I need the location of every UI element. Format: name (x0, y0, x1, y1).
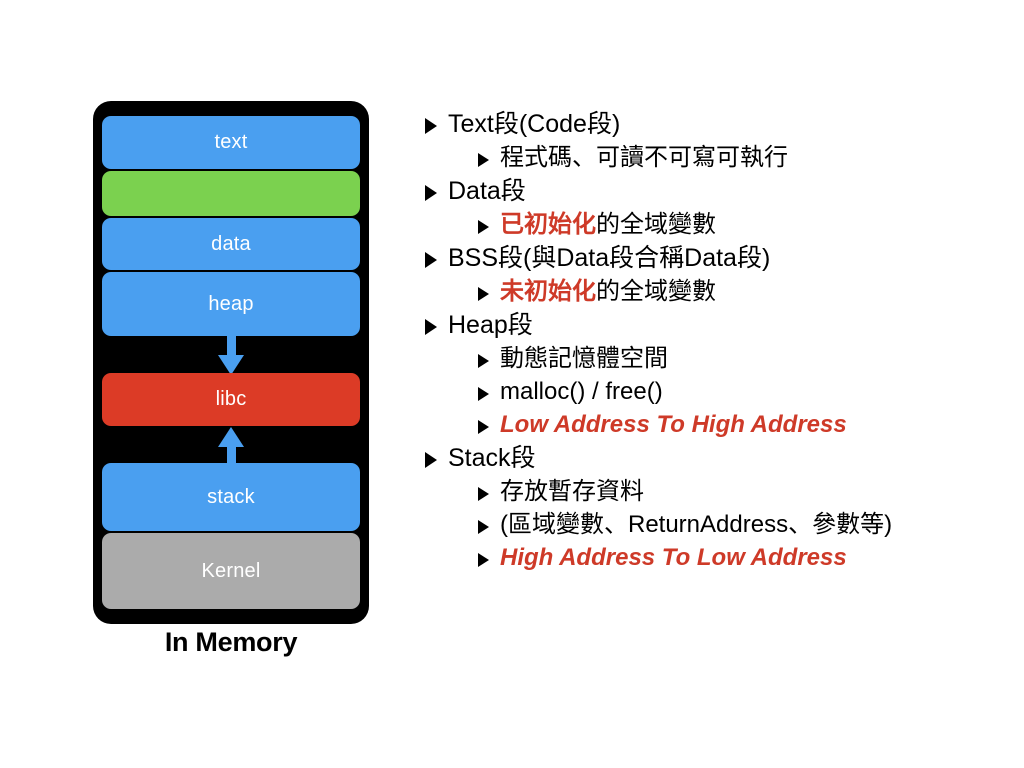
outline-item-label: Heap段 (448, 311, 533, 339)
outline-item-label: (區域變數、ReturnAddress、參數等) (500, 511, 893, 538)
highlighted-term: 已初始化 (500, 211, 596, 238)
outline-item-label: malloc() / free() (500, 378, 663, 405)
stack-to-libc-arrow-shaft (226, 445, 236, 467)
outline-item-label: Stack段 (448, 444, 536, 472)
triangle-bullet-icon (478, 153, 489, 167)
outline-item: 未初始化的全域變數 (478, 280, 1005, 304)
memory-block-libc: libc (102, 373, 360, 426)
memory-block-green (102, 171, 360, 216)
triangle-bullet-icon (478, 287, 489, 301)
triangle-bullet-icon (478, 354, 489, 368)
triangle-bullet-icon (478, 420, 489, 434)
outline-item: 動態記憶體空間 (478, 347, 1005, 371)
memory-block-stack-label: stack (207, 485, 255, 508)
outline-item-label: 存放暫存資料 (500, 478, 644, 505)
diagram-caption: In Memory (164, 627, 298, 657)
outline-item-label: 已初始化的全域變數 (500, 213, 716, 237)
heap-to-libc-arrow-shaft (226, 335, 236, 359)
outline-item: Low Address To High Address (478, 413, 1005, 437)
outline-item-label: Low Address To High Address (500, 411, 847, 438)
triangle-bullet-icon (425, 452, 437, 468)
outline-item: 存放暫存資料 (478, 480, 1005, 504)
stack-to-libc-arrow-head (218, 427, 244, 447)
memory-block-heap-label: heap (208, 292, 254, 315)
outline-item-rest: 的全域變數 (596, 211, 716, 238)
outline-item: Heap段 (425, 313, 1005, 338)
memory-block-heap: heap (102, 272, 360, 336)
triangle-bullet-icon (425, 185, 437, 201)
triangle-bullet-icon (425, 118, 437, 134)
outline-item-label: Text段(Code段) (448, 110, 621, 138)
outline-item-label: 程式碼、可讀不可寫可執行 (500, 144, 788, 171)
memory-block-stack: stack (102, 463, 360, 531)
outline-item: BSS段(與Data段合稱Data段) (425, 246, 1005, 271)
memory-block-text-label: text (214, 131, 248, 153)
memory-block-data-label: data (211, 232, 251, 255)
outline-item: 程式碼、可讀不可寫可執行 (478, 146, 1005, 170)
triangle-bullet-icon (478, 387, 489, 401)
outline-item: malloc() / free() (478, 380, 1005, 404)
heap-to-libc-arrow-head (218, 355, 244, 375)
outline-item: Stack段 (425, 446, 1005, 471)
memory-block-kernel-label: Kernel (201, 559, 261, 582)
triangle-bullet-icon (478, 487, 489, 501)
memory-layout-diagram: text data heap libc stack Kernel In Memo… (93, 101, 369, 657)
outline-item: 已初始化的全域變數 (478, 213, 1005, 237)
highlighted-term: 未初始化 (500, 278, 596, 305)
outline-item-rest: 的全域變數 (596, 278, 716, 305)
outline-item-label: Data段 (448, 177, 526, 205)
triangle-bullet-icon (478, 520, 489, 534)
memory-block-text: text (102, 116, 360, 169)
triangle-bullet-icon (425, 252, 437, 268)
outline-item-label: 動態記憶體空間 (500, 345, 668, 372)
outline-item: High Address To Low Address (478, 546, 1005, 570)
memory-block-libc-label: libc (215, 388, 247, 410)
outline-item: Text段(Code段) (425, 112, 1005, 137)
memory-block-kernel: Kernel (102, 533, 360, 609)
triangle-bullet-icon (478, 220, 489, 234)
triangle-bullet-icon (425, 319, 437, 335)
memory-container: text data heap libc stack Kernel (93, 101, 369, 624)
outline-item-label: High Address To Low Address (500, 544, 847, 571)
triangle-bullet-icon (478, 553, 489, 567)
outline-item: Data段 (425, 179, 1005, 204)
outline-item-label: BSS段(與Data段合稱Data段) (448, 244, 771, 272)
outline-item: (區域變數、ReturnAddress、參數等) (478, 513, 1005, 537)
memory-block-data: data (102, 218, 360, 270)
outline-item-label: 未初始化的全域變數 (500, 280, 716, 304)
